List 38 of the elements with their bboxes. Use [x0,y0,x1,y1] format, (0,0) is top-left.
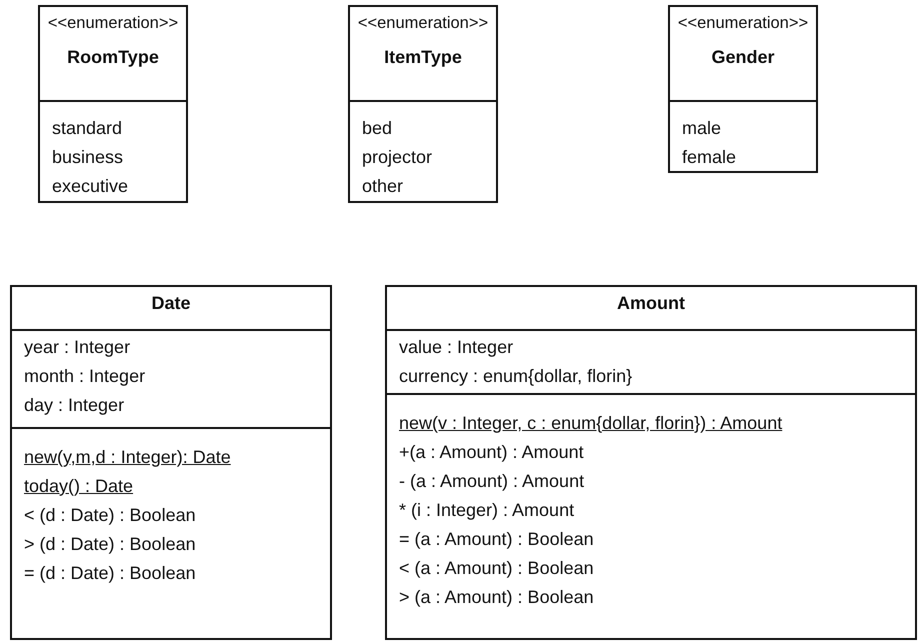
operation-text: new(y,m,d : Integer): Date [24,446,231,469]
class-box [10,285,332,640]
class-name: Date [151,292,190,315]
class-name: Gender [711,46,775,69]
attribute-text: currency : enum{dollar, florin} [399,365,632,388]
attribute-text: month : Integer [24,365,146,388]
class-name: Amount [617,292,685,315]
attribute-text: day : Integer [24,394,124,417]
attribute-text: other [362,175,404,198]
operation-text: today() : Date [24,475,134,498]
operation-text: - (a : Amount) : Amount [399,470,584,493]
operation-text: new(v : Integer, c : enum{dollar, florin}) : Amount [399,412,782,435]
attribute-text: value : Integer [399,336,514,359]
attribute-text: executive [52,175,128,198]
attribute-text: male [682,117,722,140]
attribute-text: year : Integer [24,336,130,359]
operation-text: = (a : Amount) : Boolean [399,528,594,551]
operation-text: > (a : Amount) : Boolean [399,586,594,609]
operation-text: = (d : Date) : Boolean [24,562,196,585]
operation-text: +(a : Amount) : Amount [399,441,584,464]
stereotype-label: <<enumeration>> [48,13,178,34]
class-box [348,5,498,203]
attribute-text: bed [362,117,392,140]
stereotype-label: <<enumeration>> [678,13,808,34]
attribute-text: female [682,146,736,169]
class-name: ItemType [384,46,462,69]
class-box [385,285,917,640]
attribute-text: business [52,146,124,169]
attribute-text: projector [362,146,432,169]
operation-text: < (a : Amount) : Boolean [399,557,594,580]
class-box [38,5,188,203]
operation-text: > (d : Date) : Boolean [24,533,196,556]
class-name: RoomType [67,46,159,69]
operation-text: < (d : Date) : Boolean [24,504,196,527]
attribute-text: standard [52,117,122,140]
stereotype-label: <<enumeration>> [358,13,488,34]
class-box [668,5,818,173]
operation-text: * (i : Integer) : Amount [399,499,574,522]
